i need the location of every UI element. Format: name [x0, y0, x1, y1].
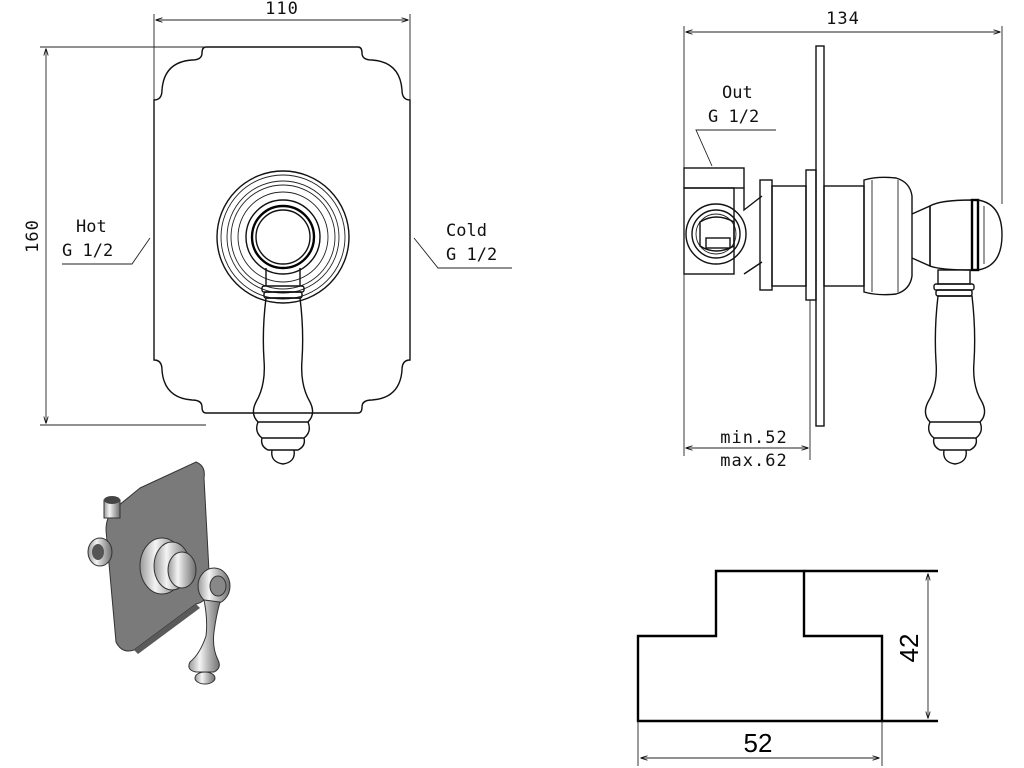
depth-max-text: max.62	[720, 451, 787, 471]
side-view: 134 min.52 max.62 Out G 1/2	[683, 9, 1003, 471]
box-width-dimension-text: 52	[744, 728, 773, 758]
rosette	[216, 170, 350, 304]
out-thread-label: G 1/2	[708, 107, 759, 127]
cover-plate-outline	[153, 46, 411, 414]
mounting-box-section: 42 52	[636, 569, 938, 766]
valve-body	[683, 167, 817, 301]
hot-inlet-callout: Hot G 1/2	[62, 217, 151, 265]
lever-hub	[929, 198, 1003, 272]
wall-plate	[815, 45, 825, 427]
hot-label: Hot	[76, 217, 107, 237]
height-dimension-text: 160	[23, 219, 43, 253]
box-height-dimension-text: 42	[894, 634, 924, 663]
front-view: 110 160 Hot G 1/2 Cold G 1/2	[23, 0, 512, 465]
product-3d-illustration	[87, 461, 231, 685]
width-dimension-text: 110	[265, 0, 299, 19]
dimension-height-160: 160	[23, 46, 206, 426]
out-label: Out	[722, 83, 753, 103]
dimension-width-110: 110	[153, 0, 411, 100]
cold-thread-label: G 1/2	[446, 245, 497, 265]
rosette-profile	[823, 176, 931, 296]
lever-handle	[252, 268, 314, 465]
dimension-width-134: 134	[683, 9, 1003, 456]
cold-label: Cold	[446, 221, 487, 241]
cold-inlet-callout: Cold G 1/2	[413, 221, 512, 269]
hot-thread-label: G 1/2	[62, 241, 113, 261]
lever-handle-side	[924, 269, 986, 465]
depth-min-text: min.52	[720, 428, 787, 448]
side-width-dimension-text: 134	[826, 9, 860, 29]
box-profile	[636, 569, 884, 723]
outlet-callout: Out G 1/2	[695, 83, 776, 167]
dimension-depth: min.52 max.62	[686, 300, 811, 471]
